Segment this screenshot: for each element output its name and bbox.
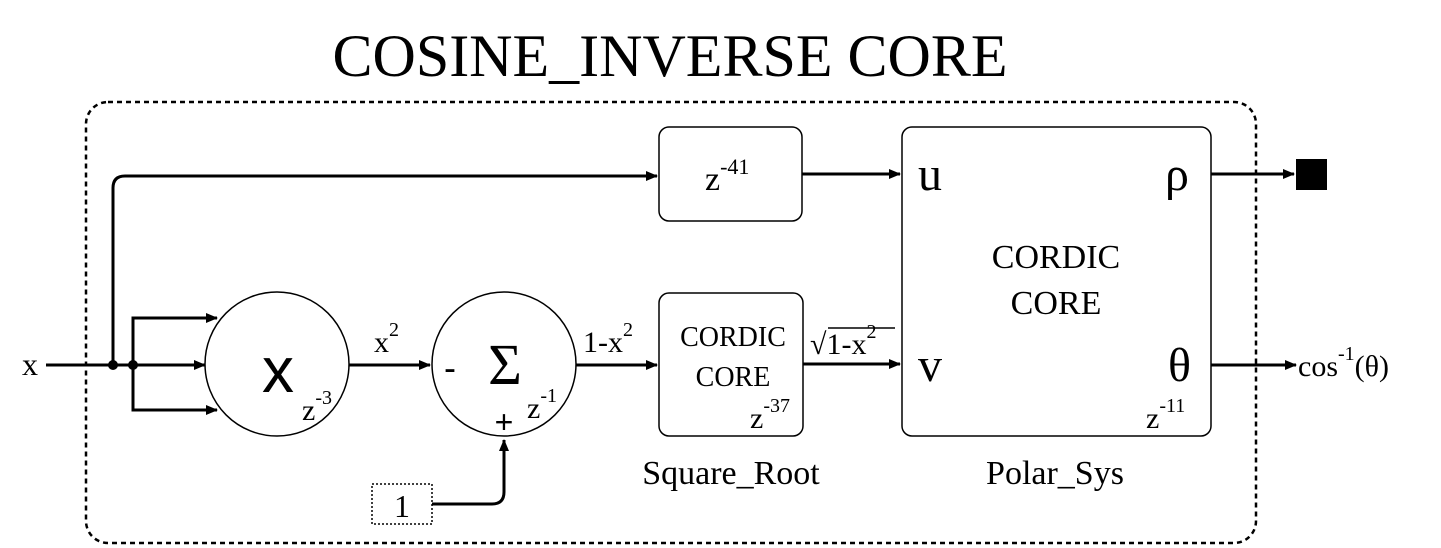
multiplier-output-label: x2 xyxy=(374,319,399,359)
summer-delay: z-1 xyxy=(527,385,557,425)
terminator-square xyxy=(1296,159,1327,190)
square-root-line1: CORDIC xyxy=(680,322,786,353)
square-root-caption: Square_Root xyxy=(642,455,820,492)
multiplier-delay-base: z xyxy=(302,394,315,427)
sqrt-out-base: 1-x xyxy=(826,328,866,361)
multiplier-delay-sup: -3 xyxy=(315,387,332,409)
constant-value: 1 xyxy=(394,488,410,524)
summer-minus-sign: - xyxy=(444,347,456,388)
sqrt-delay-base: z xyxy=(750,402,763,435)
port-v-label: v xyxy=(918,339,942,392)
delay-41-label: z-41 xyxy=(705,154,749,198)
constant-block xyxy=(371,483,433,525)
sum-out-base: 1-x xyxy=(583,326,623,359)
multiplier-symbol: x xyxy=(262,334,294,406)
sqrt-out-sup: 2 xyxy=(866,321,876,343)
core-enclosure xyxy=(84,100,1258,545)
delay-41-base: z xyxy=(705,161,720,198)
sqrt-delay-sup: -37 xyxy=(763,395,790,417)
summer-symbol: Σ xyxy=(488,332,522,397)
square-root-delay: z-37 xyxy=(750,395,790,435)
wire-to-delay-41 xyxy=(111,171,658,365)
output-label: cos-1(θ) xyxy=(1298,343,1389,383)
summer-output-label: 1-x2 xyxy=(583,319,633,359)
polar-sys-caption: Polar_Sys xyxy=(986,455,1124,492)
summer-delay-base: z xyxy=(527,392,540,425)
port-rho-label: ρ xyxy=(1165,148,1189,201)
port-theta-label: θ xyxy=(1168,339,1191,392)
sqrt-out-radical: √ xyxy=(810,328,827,361)
mult-out-base: x xyxy=(374,326,389,359)
multiplier-delay: z-3 xyxy=(302,387,332,427)
wire-mult-upper xyxy=(131,313,218,365)
polar-delay-sup: -11 xyxy=(1159,395,1185,417)
square-root-line2: CORE xyxy=(696,362,771,393)
output-sup: -1 xyxy=(1338,343,1355,365)
diagram-title: COSINE_INVERSE CORE xyxy=(332,23,1007,89)
mult-out-sup: 2 xyxy=(389,319,399,341)
summer-delay-sup: -1 xyxy=(540,385,557,407)
polar-sys-block xyxy=(901,126,1212,437)
sqrt-output-label: √1-x2 xyxy=(810,321,876,361)
port-u-label: u xyxy=(918,148,942,201)
wire-const-to-sum xyxy=(432,439,509,506)
summer-plus-sign: + xyxy=(495,404,514,440)
polar-sys-line2: CORE xyxy=(1011,285,1102,322)
wire-mult-lower xyxy=(131,365,218,415)
input-label: x xyxy=(22,346,38,382)
delay-41-sup: -41 xyxy=(720,154,749,179)
polar-sys-delay: z-11 xyxy=(1146,395,1185,435)
polar-delay-base: z xyxy=(1146,402,1159,435)
output-base: cos xyxy=(1298,350,1338,383)
output-arg: (θ) xyxy=(1355,350,1389,383)
sum-out-sup: 2 xyxy=(623,319,633,341)
polar-sys-line1: CORDIC xyxy=(992,239,1120,276)
